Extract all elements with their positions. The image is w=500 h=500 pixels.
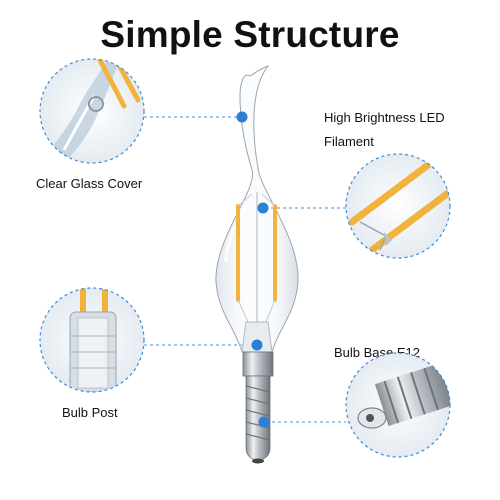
callout-dot-base (258, 416, 270, 428)
zoom-circle-glass-cover (39, 58, 145, 164)
callout-dot-glass (236, 111, 248, 123)
callout-dots (236, 111, 270, 428)
zoom-circle-led-filament (345, 153, 451, 259)
label-bulb-post: Bulb Post (62, 405, 118, 420)
callout-lines (144, 116, 346, 423)
label-clear-glass-cover: Clear Glass Cover (36, 176, 143, 191)
label-led-filament-line1: High Brightness LED (324, 110, 445, 125)
page-title: Simple Structure (100, 14, 400, 55)
bulb-base (242, 351, 274, 464)
zoom-circle-bulb-base (345, 352, 451, 458)
led-filaments (236, 192, 277, 330)
label-led-filament-line2: Filament (324, 134, 374, 149)
callout-dot-post (251, 339, 263, 351)
zoom-circle-bulb-post (39, 287, 145, 393)
callout-dot-filament (257, 202, 269, 214)
